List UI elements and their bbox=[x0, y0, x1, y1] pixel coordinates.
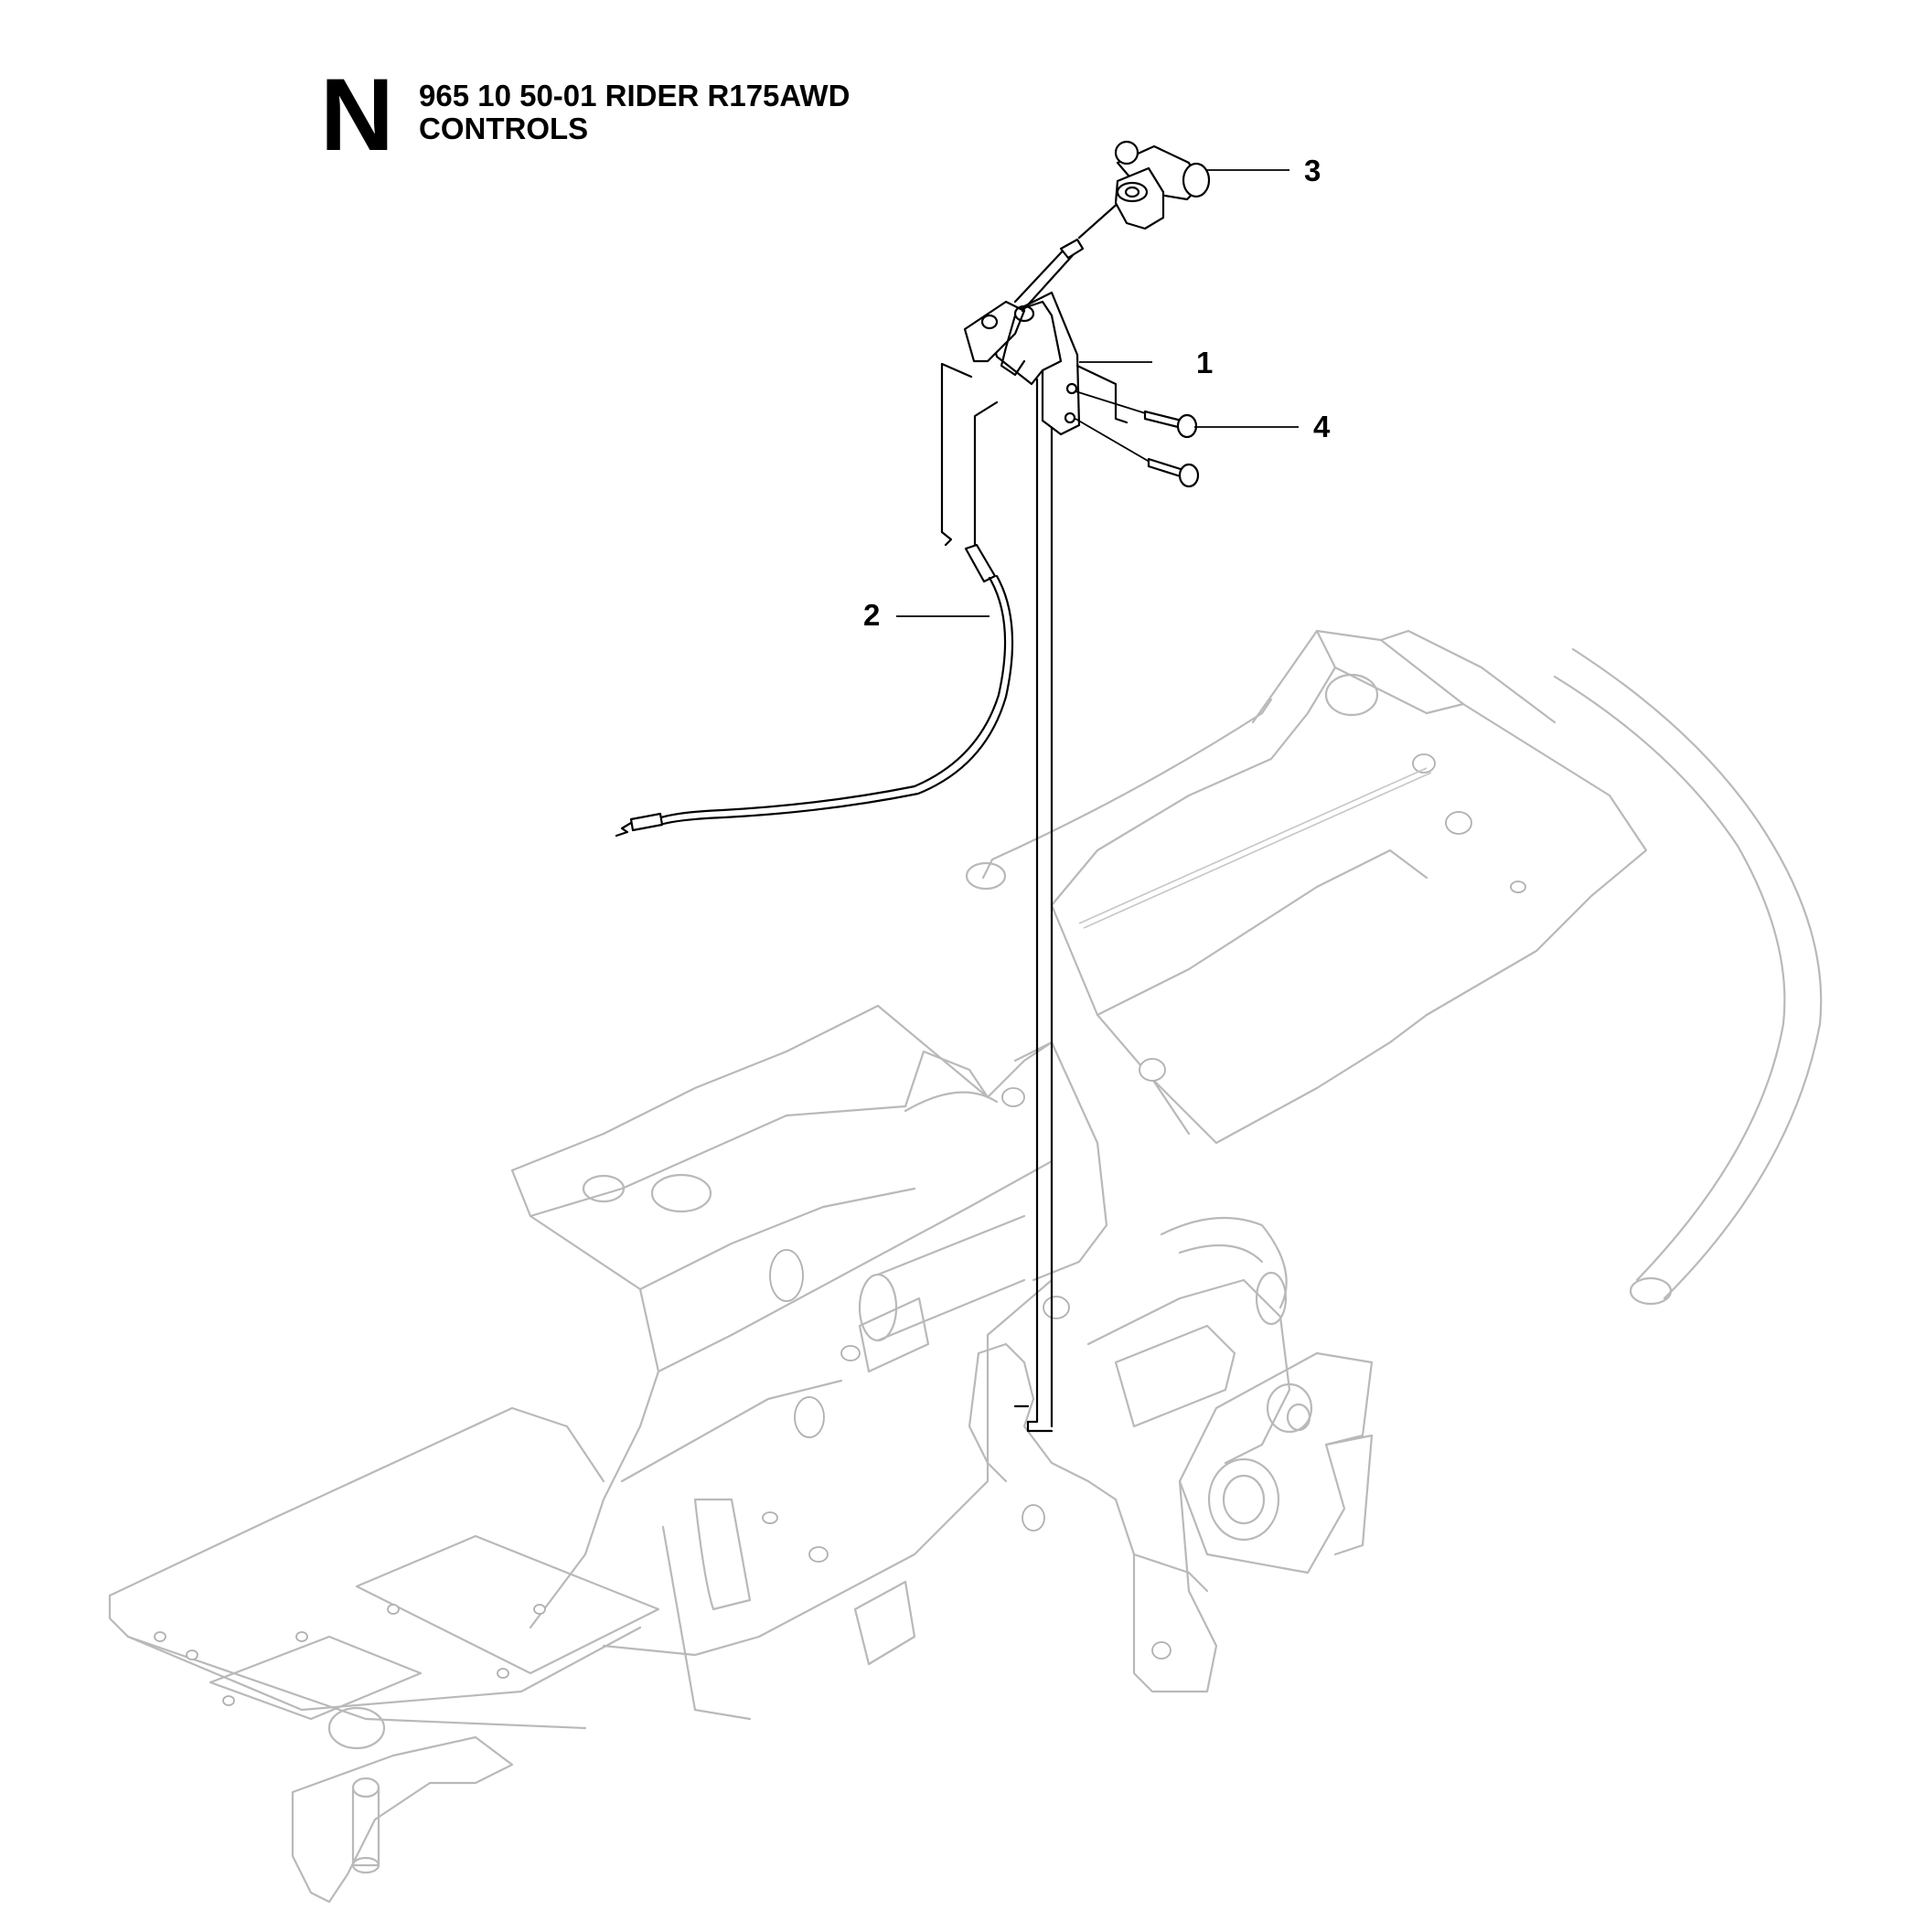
control-rod bbox=[1013, 368, 1054, 1433]
callout-1: 1 bbox=[1196, 346, 1214, 379]
leader-lines bbox=[896, 169, 1299, 617]
diagram-title: 965 10 50-01 RIDER R175AWD bbox=[419, 79, 851, 112]
diagram-subtitle: CONTROLS bbox=[419, 112, 589, 145]
callout-4: 4 bbox=[1313, 410, 1331, 443]
bolts-part-4 bbox=[1075, 364, 1200, 488]
cable-part-2 bbox=[615, 362, 1014, 838]
callout-2: 2 bbox=[863, 598, 881, 632]
chassis-frame bbox=[108, 629, 1823, 1904]
section-letter: N bbox=[320, 58, 394, 172]
knob-part-3 bbox=[1114, 140, 1211, 230]
callout-3: 3 bbox=[1304, 154, 1321, 187]
control-bracket-part-1 bbox=[963, 199, 1122, 436]
